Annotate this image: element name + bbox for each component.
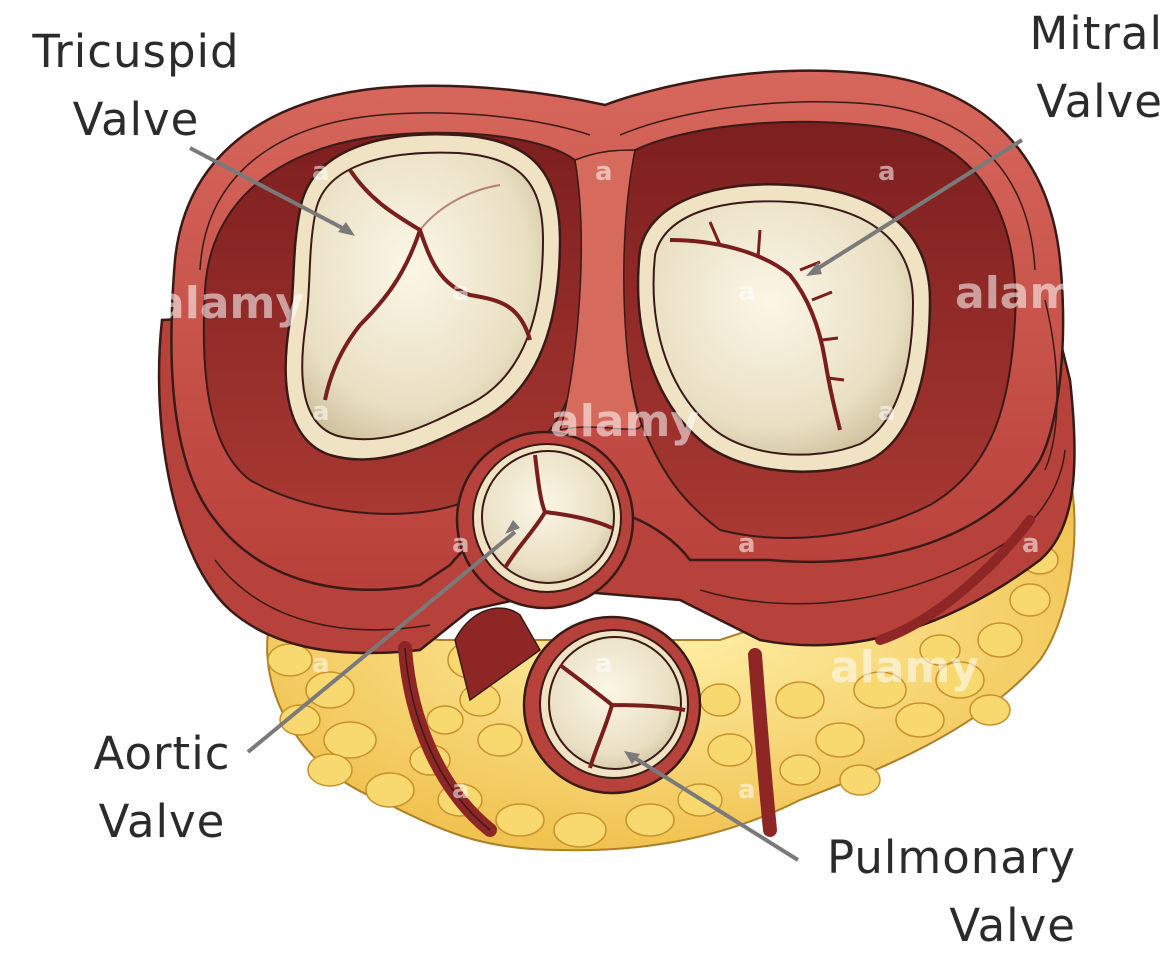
watermark-mark: a	[312, 649, 330, 679]
fat-lobule	[1010, 584, 1050, 616]
fat-lobule	[366, 773, 414, 807]
watermark-mark: a	[312, 397, 330, 427]
watermark-mark: a	[1022, 529, 1040, 559]
pulmonary-valve-label: Pulmonary Valve	[808, 824, 1076, 960]
watermark-brand: alamy	[155, 278, 304, 329]
watermark-mark: a	[878, 397, 896, 427]
watermark-brand: alamy	[550, 396, 699, 447]
pulmonary-label-line-1: Pulmonary	[808, 824, 1076, 892]
watermark-mark: a	[738, 277, 756, 307]
fat-lobule	[496, 804, 544, 836]
fat-lobule	[978, 623, 1022, 657]
tricuspid-valve-label: Tricuspid Valve	[16, 18, 256, 154]
fat-lobule	[780, 755, 820, 785]
aortic-label-line-2: Valve	[82, 788, 242, 856]
fat-lobule	[324, 722, 376, 758]
watermark-mark: a	[878, 157, 896, 187]
pulmonary-label-line-2: Valve	[808, 892, 1076, 960]
watermark-brand: alamy	[830, 642, 979, 693]
fat-lobule	[268, 644, 312, 676]
tricuspid-label-line-1: Tricuspid	[16, 18, 256, 86]
fat-lobule	[626, 804, 674, 836]
aortic-valve	[457, 432, 633, 608]
fat-lobule	[816, 723, 864, 757]
aortic-valve-label: Aortic Valve	[82, 720, 242, 856]
fat-lobule	[554, 813, 606, 847]
fat-lobule	[896, 703, 944, 737]
mitral-valve-label: Mitral Valve	[1008, 0, 1163, 136]
watermark-mark: a	[595, 649, 613, 679]
watermark-mark: a	[738, 775, 756, 805]
fat-lobule	[308, 754, 352, 786]
fat-lobule	[970, 695, 1010, 725]
watermark-mark: a	[452, 529, 470, 559]
watermark-mark: a	[452, 775, 470, 805]
fat-lobule	[840, 765, 880, 795]
fat-lobule	[427, 706, 463, 734]
watermark-mark: a	[312, 157, 330, 187]
watermark-mark: a	[452, 277, 470, 307]
watermark-mark: a	[595, 157, 613, 187]
mitral-label-line-2: Valve	[1008, 68, 1163, 136]
fat-lobule	[708, 734, 752, 766]
watermark-mark: a	[738, 529, 756, 559]
fat-lobule	[700, 684, 740, 716]
tricuspid-label-line-2: Valve	[16, 86, 256, 154]
fat-lobule	[776, 682, 824, 718]
aortic-label-line-1: Aortic	[82, 720, 242, 788]
mitral-label-line-1: Mitral	[1008, 0, 1163, 68]
watermark-brand: alamy	[955, 268, 1104, 319]
fat-lobule	[478, 724, 522, 756]
